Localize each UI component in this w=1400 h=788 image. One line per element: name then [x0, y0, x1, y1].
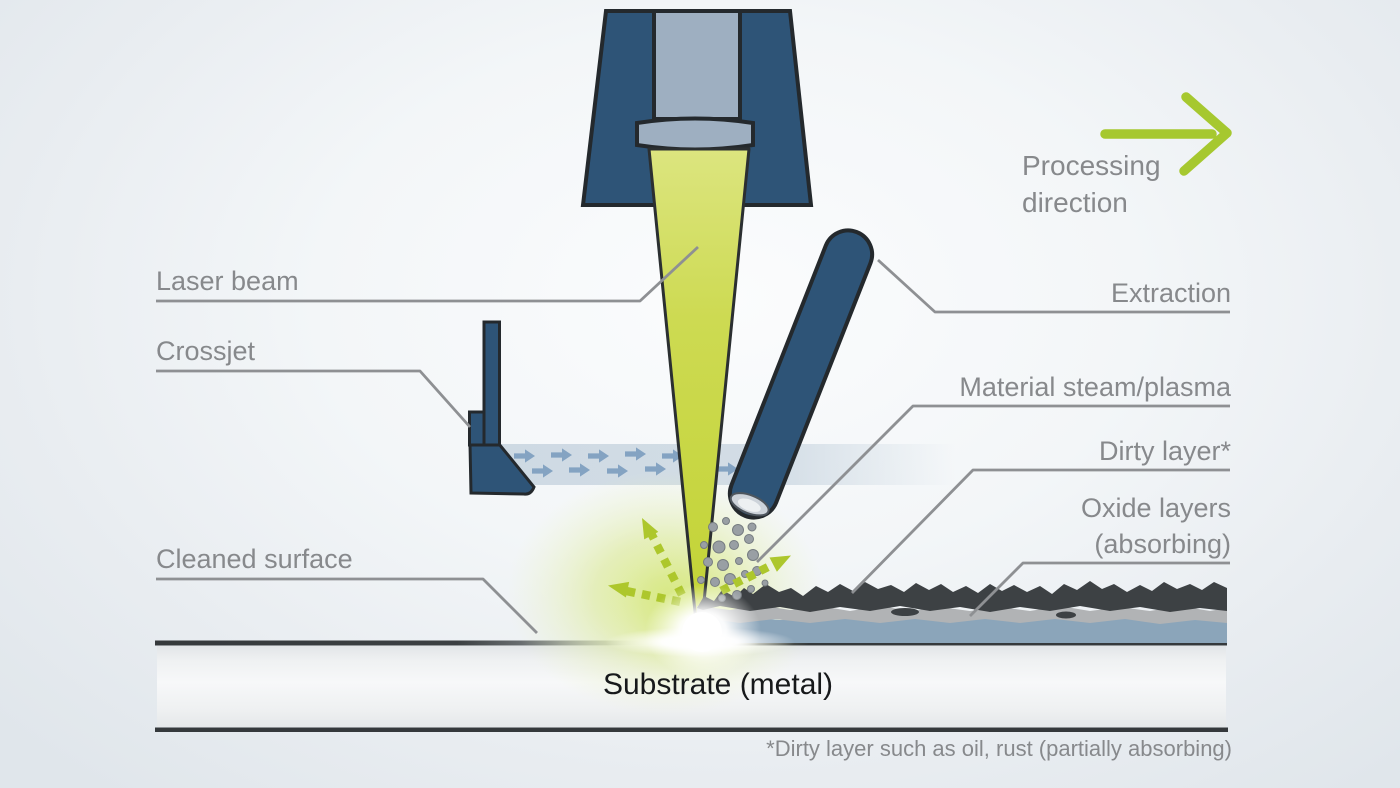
laser-head	[580, 9, 814, 207]
cleaned-surface-line	[155, 640, 705, 646]
crossjet-nozzle	[468, 320, 536, 496]
laser-collimator	[652, 9, 742, 121]
leader-dirty-layer	[851, 468, 1230, 594]
leader-cleaned-surface	[156, 577, 538, 634]
oxide-layers-label-line2: (absorbing)	[1094, 529, 1231, 559]
leader-crossjet	[156, 369, 472, 428]
substrate-layer-shape	[697, 616, 1227, 643]
surface-layers	[697, 581, 1227, 643]
crossjet-air-stream	[500, 444, 955, 485]
substrate-label: Substrate (metal)	[602, 668, 834, 701]
processing-direction-label: Processing direction	[1022, 150, 1161, 218]
oxide-layers-label-line1: Oxide layers	[1080, 493, 1231, 523]
extraction-tube	[727, 228, 875, 520]
oxide-layer-shape	[697, 605, 1227, 624]
leader-extraction	[877, 258, 1230, 314]
processing-direction-arrow-icon	[1100, 92, 1232, 176]
crossjet-label: Crossjet	[156, 336, 256, 366]
crossjet-nozzle-body	[468, 442, 536, 496]
material-steam-plasma-label: Material steam/plasma	[959, 372, 1231, 402]
leader-lines	[156, 245, 1230, 634]
laser-lens-mount	[635, 116, 755, 152]
oxide-layers-label: Oxide layers (absorbing)	[1081, 490, 1231, 562]
footnote: *Dirty layer such as oil, rust (partiall…	[766, 736, 1232, 761]
ablation-ray-arrowhead	[608, 581, 630, 598]
spark-core	[682, 612, 722, 652]
extraction-label: Extraction	[1110, 278, 1231, 308]
dirty-layer-label: Dirty layer*	[1098, 436, 1231, 466]
leader-material-steam	[756, 404, 1230, 563]
crossjet-nozzle-pipe	[482, 320, 501, 447]
cleaned-surface-label: Cleaned surface	[156, 544, 353, 574]
laser-beam-label: Laser beam	[156, 266, 299, 296]
substrate-bottom-line	[155, 727, 1228, 732]
leader-laser-beam	[156, 245, 699, 303]
dirty-layer-shape	[697, 581, 1227, 612]
ablation-ray-arrowhead	[769, 555, 791, 572]
leader-oxide-layers	[969, 561, 1230, 617]
crossjet-nozzle-ledge	[468, 410, 486, 447]
ablation-ray-arrowhead	[642, 518, 659, 540]
